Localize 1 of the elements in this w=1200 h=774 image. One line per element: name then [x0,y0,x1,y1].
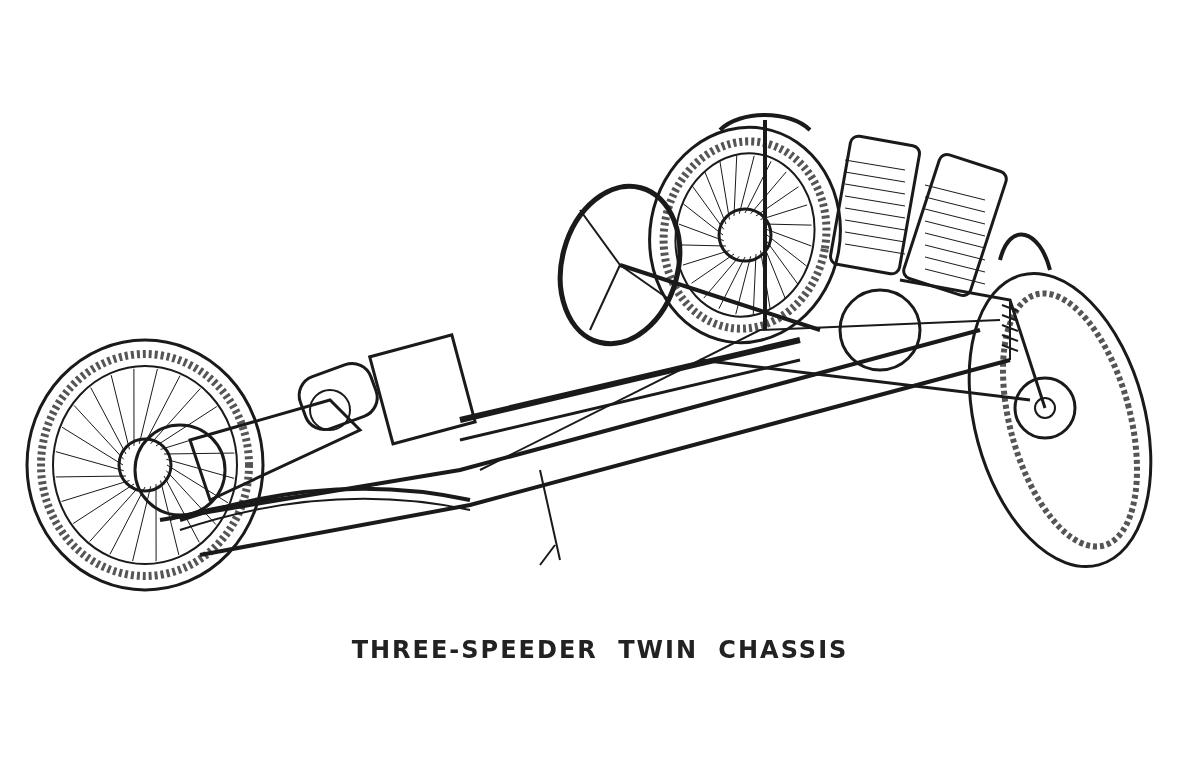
caption: THREE-SPEEDER TWIN CHASSIS [351,636,849,664]
